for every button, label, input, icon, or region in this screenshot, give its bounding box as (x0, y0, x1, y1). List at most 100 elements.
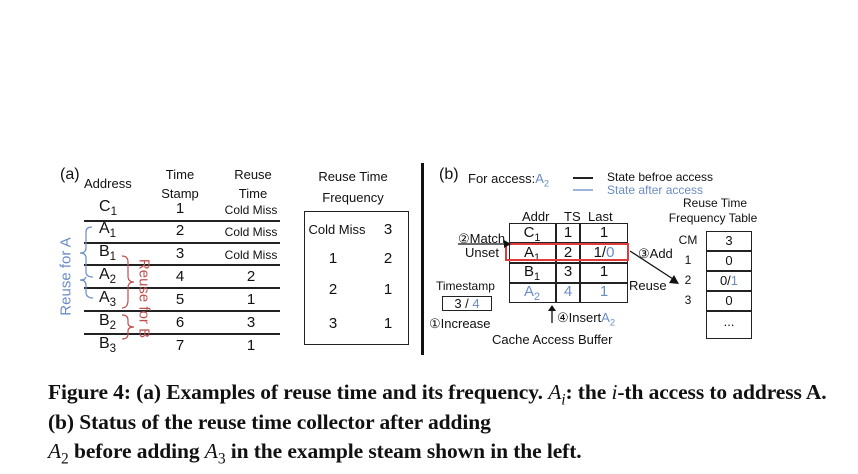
freq-table-value: 0 (706, 253, 752, 268)
brace-b-first (121, 255, 135, 309)
buffer-last-old: 1/ (593, 244, 607, 261)
freq-table-value-old: 0 (725, 253, 733, 268)
frequency-count: 2 (383, 250, 393, 267)
buffer-addr-base: B (523, 263, 534, 280)
timestamp-cell: 3 (175, 245, 185, 262)
figure-caption: Figure 4: (a) Examples of reuse time and… (48, 378, 828, 467)
legend-before-swatch (573, 177, 593, 179)
header-reuse-line1: Reuse (234, 167, 272, 182)
buffer-row-divider (509, 242, 628, 244)
insert-addr: A2 (601, 310, 616, 328)
frequency-key: Cold Miss (308, 222, 366, 237)
timestamp-cell: 6 (175, 314, 185, 331)
freq-table-key: CM (678, 233, 698, 247)
header-reuse-line2: Time (238, 186, 268, 201)
address-base: B (99, 312, 110, 329)
caption-var-base: A (204, 439, 218, 463)
buffer-ts-cell: 1 (563, 224, 573, 241)
caption-var-base: A (548, 380, 562, 404)
frequency-title-line1: Reuse Time (318, 169, 388, 184)
reuse-time-cell: Cold Miss (224, 203, 278, 217)
legend-before-label: State befroe access (607, 170, 714, 184)
buffer-addr-sub: 1 (534, 231, 541, 244)
freq-table-value: 0 (706, 293, 752, 308)
buffer-last-old: 1 (599, 283, 609, 300)
buffer-addr-sub: 1 (534, 251, 541, 264)
buffer-addr-base: C (523, 224, 535, 241)
freq-table-value-new: 1 (730, 273, 739, 288)
for-access-addr-base: A (535, 171, 544, 186)
buffer-last-cell: 1 (580, 224, 628, 241)
row-divider (84, 333, 280, 335)
reuse-time-cell: 1 (246, 291, 256, 308)
buffer-addr-base: A (523, 244, 534, 261)
buffer-last-old: 1 (599, 224, 609, 241)
row-divider (84, 242, 280, 244)
caption-var-sub: 3 (217, 450, 226, 468)
timestamp-box (442, 296, 492, 311)
panel-a-label: (a) (60, 166, 80, 183)
buffer-header-last: Last (588, 209, 613, 224)
row-divider (84, 310, 280, 312)
insert-label: ④InsertA2 (557, 310, 616, 328)
frequency-table (304, 211, 409, 345)
frequency-count: 3 (383, 221, 393, 238)
caption-part: Figure 4: (a) Examples of reuse time and… (48, 380, 549, 404)
legend-after-label: State after access (607, 183, 704, 197)
caption-var-base: A (48, 439, 62, 463)
cache-access-buffer-caption: Cache Access Buffer (492, 332, 613, 347)
address-cell: B1 (99, 243, 116, 263)
buffer-ts-cell: 2 (563, 244, 573, 261)
brace-b-second (121, 314, 135, 340)
header-address: Address (84, 176, 132, 191)
insert-addr-base: A (601, 310, 610, 325)
panel-divider (421, 163, 424, 355)
matched-row-highlight (505, 243, 629, 261)
reuse-time-cell: Cold Miss (224, 225, 278, 239)
row-divider (84, 287, 280, 289)
freq-row-divider (706, 250, 752, 252)
unset-label: Unset (465, 245, 499, 260)
frequency-title-line2: Frequency (322, 190, 384, 205)
buffer-ts-cell: 4 (563, 283, 573, 300)
freq-table-value: 3 (706, 233, 752, 248)
buffer-addr-sub: 1 (534, 270, 541, 283)
row-divider (84, 220, 280, 222)
brace-a-second (79, 279, 94, 299)
header-timestamp-line1: Time (165, 167, 195, 182)
frequency-count: 1 (383, 315, 393, 332)
for-access-addr: A2 (535, 171, 549, 188)
timestamp-cell: 1 (175, 200, 185, 217)
freq-table-value-old: 3 (725, 233, 733, 248)
buffer-addr-sub: 2 (534, 290, 541, 303)
insert-addr-sub: 2 (609, 317, 616, 328)
reuse-for-b-label: Reuse for B (135, 258, 153, 339)
freq-row-divider (706, 310, 752, 312)
add-arrow-icon (629, 250, 679, 284)
address-base: B (99, 335, 110, 352)
buffer-last-cell: 1 (580, 263, 628, 280)
reuse-time-cell: 2 (246, 268, 256, 285)
frequency-key: 2 (328, 281, 338, 298)
timestamp-cell: 4 (175, 268, 185, 285)
row-divider (84, 264, 280, 266)
reuse-time-cell: 3 (246, 314, 256, 331)
freq-table-key: 2 (684, 273, 692, 287)
caption-var-sub: 2 (61, 450, 69, 468)
increase-label: ①Increase (429, 316, 491, 331)
address-cell: A3 (99, 289, 116, 309)
reuse-braces (79, 226, 135, 340)
insert-arrow-icon (548, 305, 556, 323)
caption-part: before adding (68, 439, 205, 463)
caption-var-a2: A2 (48, 439, 69, 467)
match-arrow-icon (458, 240, 511, 248)
buffer-addr-cell: A2 (509, 283, 555, 303)
buffer-last-cell: 1/0 (580, 244, 628, 261)
reuse-time-cell: 1 (246, 337, 256, 354)
caption-var-sub: i (561, 391, 566, 409)
reuse-for-a-label: Reuse for A (57, 237, 75, 316)
address-cell: B2 (99, 312, 116, 332)
for-access-prefix: For access: (468, 171, 536, 186)
timestamp-label: Timestamp (436, 279, 495, 293)
match-label: ②Match (458, 231, 506, 246)
